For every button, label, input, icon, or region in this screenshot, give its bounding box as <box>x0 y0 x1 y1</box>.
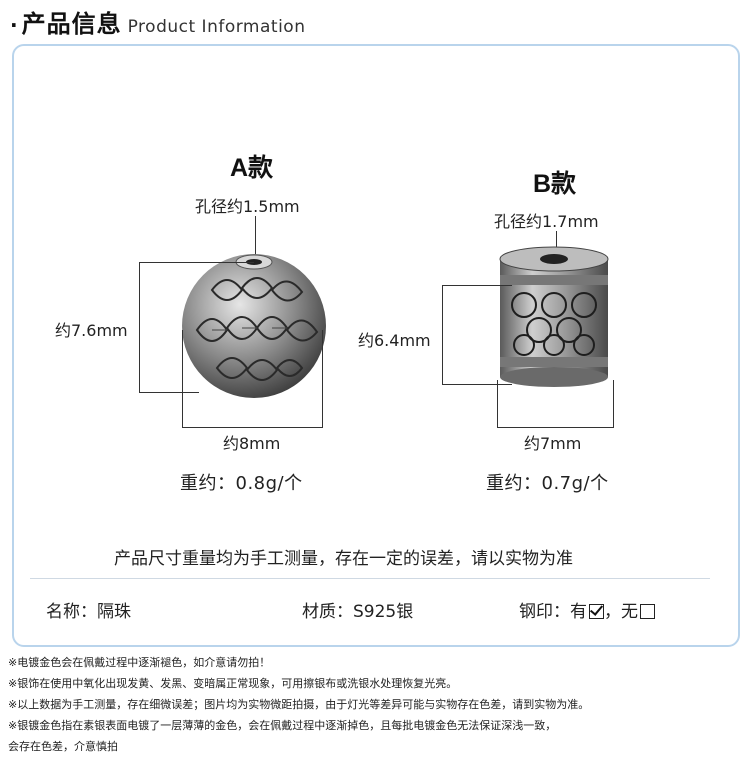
spec-material: 材质：S925银 <box>302 602 414 622</box>
variant-a-height-side <box>139 262 140 392</box>
spec-stamp: 钢印：有 ，无 <box>519 597 655 622</box>
stamp-no-checkbox <box>640 604 655 619</box>
variant-a-width-left <box>182 330 183 428</box>
variant-a-title: A款 <box>230 154 274 182</box>
measurement-note: 产品尺寸重量均为手工测量，存在一定的误差，请以实物为准 <box>114 549 573 569</box>
variant-b-width-label: 约7mm <box>524 434 582 453</box>
variant-b-bead-image <box>499 246 609 387</box>
variant-a-hole-label: 孔径约1.5mm <box>195 197 300 216</box>
section-header: · 产品信息 Product Information <box>10 4 305 40</box>
variant-a-hole-line <box>255 216 256 256</box>
variant-a-width-right <box>322 330 323 428</box>
footnote-line: ※银镀金色指在素银表面电镀了一层薄薄的金色，会在佩戴过程中逐渐掉色，且每批电镀金… <box>8 719 557 732</box>
variant-b-width-bottom <box>497 427 614 428</box>
variant-b-height-bottom <box>442 384 512 385</box>
variant-a-weight: 重约：0.8g/个 <box>180 473 303 494</box>
footnote-line: ※以上数据为手工测量，存在细微误差；图片均为实物微距拍摄，由于灯光等差异可能与实… <box>8 698 590 711</box>
variant-a-height-bottom <box>139 392 199 393</box>
section-title-cn: 产品信息 <box>21 10 122 38</box>
section-title-en: Product Information <box>127 17 306 37</box>
footnotes: ※电镀金色会在佩戴过程中逐渐褪色，如介意请勿拍！ ※银饰在使用中氧化出现发黄、发… <box>8 652 746 757</box>
variant-b-width-left <box>497 380 498 428</box>
product-info-card <box>12 44 740 647</box>
variant-b-hole-label: 孔径约1.7mm <box>494 212 599 231</box>
variant-a-width-label: 约8mm <box>223 434 281 453</box>
variant-b-weight: 重约：0.7g/个 <box>486 473 609 494</box>
footnote-line: 会存在色差，介意慎拍 <box>8 740 118 753</box>
variant-b-width-right <box>613 380 614 428</box>
spec-name: 名称：隔珠 <box>46 602 131 622</box>
variant-a-height-label: 约7.6mm <box>55 321 128 340</box>
stamp-yes-checkbox <box>589 604 604 619</box>
variant-a-height-top <box>139 262 254 263</box>
footnote-line: ※银饰在使用中氧化出现发黄、发黑、变暗属正常现象，可用擦银布或洗银水处理恢复光亮… <box>8 677 458 690</box>
variant-a-bead-image <box>182 254 326 398</box>
divider <box>30 578 710 579</box>
variant-b-height-label: 约6.4mm <box>358 331 431 350</box>
variant-b-height-top <box>442 285 512 286</box>
stamp-label: 钢印：有 <box>519 602 587 622</box>
variant-b-title: B款 <box>533 170 577 198</box>
variant-a-width-bottom <box>182 427 323 428</box>
stamp-separator: ，无 <box>604 602 638 622</box>
variant-b-height-side <box>442 285 443 385</box>
footnote-line: ※电镀金色会在佩戴过程中逐渐褪色，如介意请勿拍！ <box>8 656 271 669</box>
bullet-dot: · <box>10 13 18 37</box>
